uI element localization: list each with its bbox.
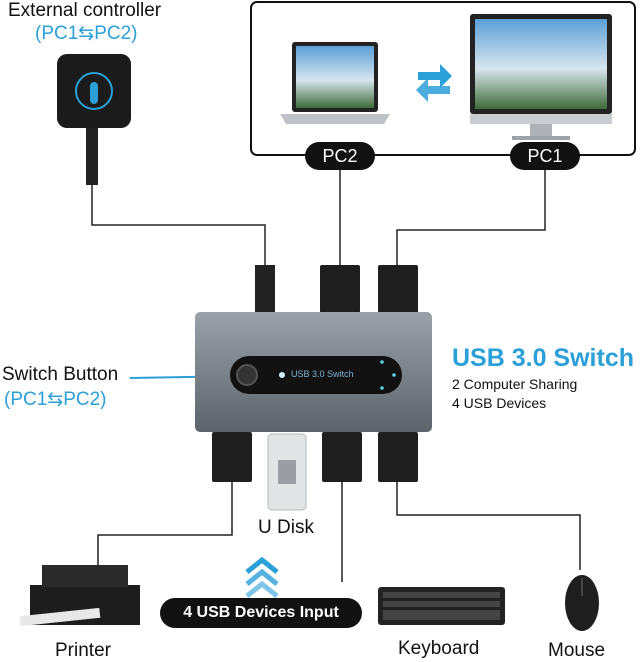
usb-switch-device xyxy=(195,265,432,482)
keyboard-label: Keyboard xyxy=(398,638,480,659)
product-title: USB 3.0 Switch xyxy=(452,344,634,372)
external-controller-icon xyxy=(57,54,131,185)
usb-port-1 xyxy=(212,432,252,482)
pc1-badge: PC1 xyxy=(510,142,580,170)
pc2-text: PC2) xyxy=(63,389,107,410)
feature-1: 2 Computer Sharing xyxy=(452,376,578,392)
cables xyxy=(91,170,581,582)
pc1-port xyxy=(378,265,418,313)
laptop-icon xyxy=(280,42,390,124)
upload-chevrons-icon xyxy=(245,556,279,598)
switch-button-label: Switch Button xyxy=(2,364,119,385)
input-badge: 4 USB Devices Input xyxy=(160,598,362,628)
controller-port xyxy=(255,265,275,313)
printer-label: Printer xyxy=(55,640,111,661)
switch-button-subtitle: (PC1⇆PC2) xyxy=(4,388,107,411)
usb-port-3 xyxy=(378,432,418,482)
swap-icon: ⇆ xyxy=(78,23,95,44)
usb-port-2 xyxy=(322,432,362,482)
monitor-icon xyxy=(470,14,612,140)
external-controller-label: External controller xyxy=(8,0,162,21)
mouse-label: Mouse xyxy=(548,640,606,661)
feature-2: 4 USB Devices xyxy=(452,395,547,411)
computers-box xyxy=(250,1,636,156)
u-disk-icon xyxy=(267,433,307,511)
mouse-icon xyxy=(565,575,599,631)
pc1-text: (PC1 xyxy=(4,389,48,410)
pc1-text: (PC1 xyxy=(35,23,79,44)
u-disk-label: U Disk xyxy=(258,517,314,538)
switch-button[interactable] xyxy=(236,364,258,386)
panel-label: USB 3.0 Switch xyxy=(291,369,354,379)
pc2-text: PC2) xyxy=(94,23,138,44)
printer-icon xyxy=(19,565,140,627)
swap-arrows-icon xyxy=(416,64,452,102)
pc2-port xyxy=(320,265,360,313)
swap-icon: ⇆ xyxy=(47,389,64,410)
external-controller-subtitle: (PC1⇆PC2) xyxy=(35,22,138,45)
keyboard-icon xyxy=(378,587,505,625)
pc2-badge: PC2 xyxy=(305,142,375,170)
